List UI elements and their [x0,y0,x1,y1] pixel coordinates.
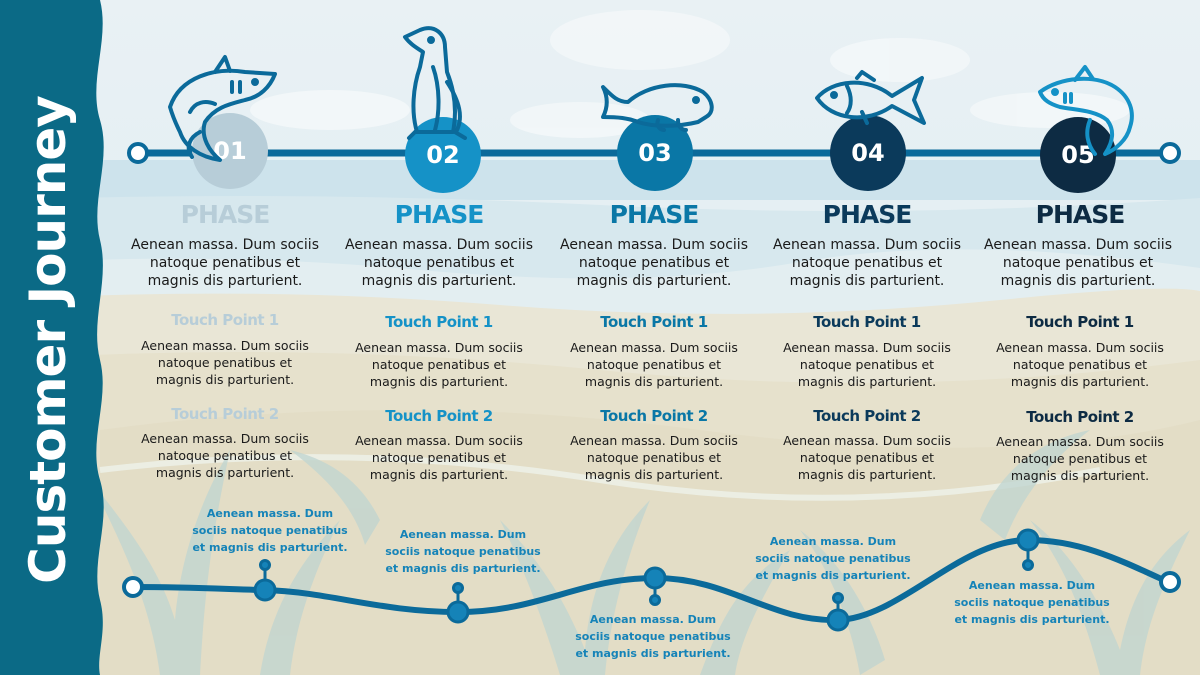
phase-number: 04 [851,139,885,167]
touch-point-2-title: Touch Point 2 [385,407,493,425]
sidebar-panel [0,0,104,675]
journey-note: Aenean massa. Dum sociis natoque penatib… [385,528,541,575]
curve-marker [446,582,470,624]
phase-description: Aenean massa. Dum sociis natoque penatib… [345,237,533,289]
curve-end-node [1159,571,1181,593]
touch-point-1-title: Touch Point 1 [813,313,921,331]
touch-point-2-title: Touch Point 2 [171,405,279,423]
phase-title: PHASE [609,200,700,229]
touch-point-2-description: Aenean massa. Dum sociis natoque penatib… [141,431,309,480]
curve-marker [643,566,667,606]
phase-title: PHASE [394,200,485,229]
touch-point-1-title: Touch Point 1 [1026,313,1134,331]
journey-note: Aenean massa. Dum sociis natoque penatib… [575,613,731,660]
touch-point-2-title: Touch Point 2 [1026,408,1134,426]
touch-point-2-title: Touch Point 2 [813,407,921,425]
journey-note: Aenean massa. Dum sociis natoque penatib… [192,507,348,554]
touch-point-1-description: Aenean massa. Dum sociis natoque penatib… [996,340,1164,389]
shark-icon [168,55,277,162]
curve-start-node [122,576,144,598]
phase-title: PHASE [1035,200,1126,229]
phase-description: Aenean massa. Dum sociis natoque penatib… [560,237,748,289]
touch-point-1-description: Aenean massa. Dum sociis natoque penatib… [141,338,309,387]
fish-icon [815,70,926,125]
touch-point-2-title: Touch Point 2 [600,407,708,425]
timeline-end-node [1159,142,1181,164]
journey-note: Aenean massa. Dum sociis natoque penatib… [954,579,1110,626]
phase-description: Aenean massa. Dum sociis natoque penatib… [984,237,1172,289]
phase-description: Aenean massa. Dum sociis natoque penatib… [131,237,319,289]
phase-number: 03 [638,139,672,167]
phase-title: PHASE [822,200,913,229]
manatee-icon [601,83,714,132]
phase-title: PHASE [180,200,271,229]
touch-point-2-description: Aenean massa. Dum sociis natoque penatib… [355,433,523,482]
touch-point-1-title: Touch Point 1 [385,313,493,331]
touch-point-2-description: Aenean massa. Dum sociis natoque penatib… [570,433,738,482]
touch-point-1-description: Aenean massa. Dum sociis natoque penatib… [783,340,951,389]
phase-number: 02 [426,141,460,169]
touch-point-1-title: Touch Point 1 [171,311,279,329]
curve-marker [1016,528,1040,571]
touch-point-1-title: Touch Point 1 [600,313,708,331]
touch-point-2-description: Aenean massa. Dum sociis natoque penatib… [996,434,1164,483]
journey-note: Aenean massa. Dum sociis natoque penatib… [755,535,911,582]
shark-icon [1038,65,1134,156]
touch-point-1-description: Aenean massa. Dum sociis natoque penatib… [570,340,738,389]
penguin-icon [403,26,467,140]
touch-point-2-description: Aenean massa. Dum sociis natoque penatib… [783,433,951,482]
phase-description: Aenean massa. Dum sociis natoque penatib… [773,237,961,289]
curve-marker [253,559,277,602]
touch-point-1-description: Aenean massa. Dum sociis natoque penatib… [355,340,523,389]
phase-number-circle: 04 [830,115,906,191]
timeline-start-node [127,142,149,164]
curve-marker [826,592,850,632]
